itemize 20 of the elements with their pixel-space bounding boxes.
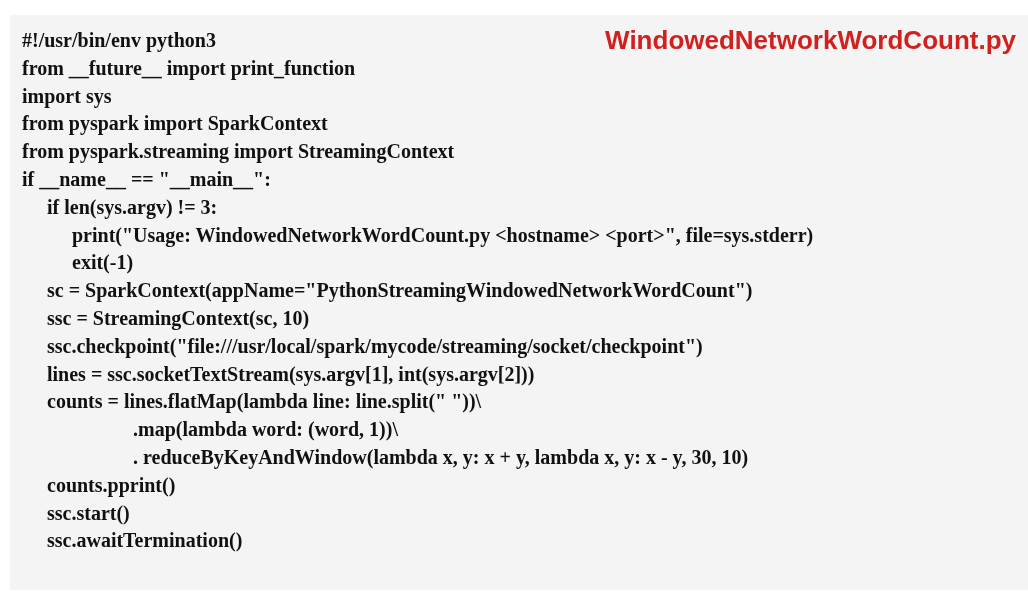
code-line: exit(-1) bbox=[72, 250, 134, 275]
code-line: lines = ssc.socketTextStream(sys.argv[1], int(sys.argv[2])) bbox=[47, 361, 535, 386]
code-line: if __name__ == "__main__": bbox=[22, 167, 271, 191]
code-line: ssc.checkpoint("file:///usr/local/spark/mycode/streaming/socket/checkpoint") bbox=[47, 333, 703, 358]
code-line: print("Usage: WindowedNetworkWordCount.py <hostname> <port>", file=sys.stderr) bbox=[72, 222, 814, 247]
code-line: ssc.awaitTermination() bbox=[47, 528, 243, 553]
code-line: from pyspark.streaming import StreamingContext bbox=[22, 139, 455, 164]
code-line: .map(lambda word: (word, 1))\ bbox=[133, 417, 398, 442]
code-line: if len(sys.argv) != 3: bbox=[47, 194, 218, 219]
code-line: import sys bbox=[22, 83, 112, 108]
code-line: from __future__ import print_function bbox=[22, 55, 356, 80]
code-line: sc = SparkContext(appName="PythonStreamingWindowedNetworkWordCount") bbox=[47, 278, 753, 303]
code-line: from pyspark import SparkContext bbox=[22, 111, 328, 136]
file-title: WindowedNetworkWordCount.py bbox=[605, 25, 1016, 56]
code-line: . reduceByKeyAndWindow(lambda x, y: x + y, lambda x, y: x - y, 30, 10) bbox=[133, 445, 749, 469]
code-line: counts = lines.flatMap(lambda line: line.split(" "))\ bbox=[47, 389, 482, 414]
code-line: ssc.start() bbox=[47, 500, 130, 525]
code-line: ssc = StreamingContext(sc, 10) bbox=[47, 306, 310, 330]
code-line: counts.pprint() bbox=[47, 472, 176, 497]
code-line: #!/usr/bin/env python3 bbox=[22, 28, 216, 52]
